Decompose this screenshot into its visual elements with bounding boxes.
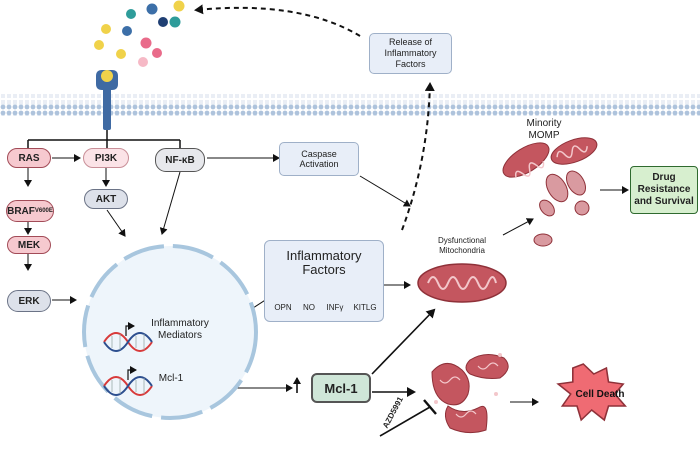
drug-resistance-label: Drug Resistance and Survival — [634, 172, 694, 207]
mcl1-arrows — [293, 308, 436, 397]
caspase-label: Caspase Activation — [299, 149, 339, 169]
mek-label: MEK — [17, 239, 41, 251]
dysfunctional-mitochondrion — [417, 263, 507, 303]
pi3k-node: PI3K — [83, 148, 129, 168]
inhibitor-bar — [379, 399, 437, 437]
nfkb-node: NF-κB — [155, 148, 205, 172]
cell-death-label: Cell Death — [575, 388, 625, 400]
fragmented-mitochondria — [431, 353, 509, 434]
factor-label-0: OPN — [274, 303, 292, 312]
nucleus — [82, 244, 258, 420]
minority-momp-label: Minority MOMP — [526, 118, 562, 141]
caspase-activation-box: Caspase Activation — [279, 142, 359, 176]
cell-death-burst — [556, 363, 627, 422]
dna-helix-inflammatory — [103, 322, 153, 352]
ras-label: RAS — [18, 152, 40, 164]
receptor-icon — [96, 70, 118, 130]
factor-label-3: KITLG — [353, 303, 377, 312]
inflammatory-factors-title: Inflammatory Factors — [286, 248, 362, 277]
mcl1-protein-box: Mcl-1 — [311, 373, 371, 403]
pi3k-label: PI3K — [94, 152, 118, 164]
erk-node: ERK — [7, 290, 51, 312]
ras-node: RAS — [7, 148, 51, 168]
drug-resistance-box: Drug Resistance and Survival — [630, 166, 698, 214]
release-factors-box: Release of Inflammatory Factors — [369, 33, 452, 74]
factor-label-1: NO — [303, 303, 315, 312]
floating-factor-dots — [94, 0, 185, 67]
nfkb-label: NF-κB — [165, 154, 195, 166]
mcl1-box-label: Mcl-1 — [324, 380, 358, 396]
erk-label: ERK — [18, 295, 40, 307]
akt-node: AKT — [84, 189, 128, 209]
akt-label: AKT — [95, 193, 117, 205]
dysfunctional-mito-label: Dysfunctional Mitochondria — [437, 236, 487, 255]
factor-label-2: INFγ — [326, 303, 344, 312]
cell-death-label-box: Cell Death — [544, 384, 656, 404]
dna-helix-mcl1 — [103, 366, 153, 396]
braf-label: BRAF — [7, 205, 35, 217]
release-label: Release of Inflammatory Factors — [384, 37, 437, 69]
inflammatory-factors-box: Inflammatory Factors — [264, 240, 384, 322]
inflammatory-mediators-label: Inflammatory Mediators — [151, 318, 209, 341]
mcl1-gene-label: Mcl-1 — [158, 373, 184, 384]
braf-superscript: V600E — [34, 208, 53, 214]
release-dashed-arrows — [194, 4, 435, 231]
cell-membrane — [0, 94, 700, 116]
mek-node: MEK — [7, 236, 51, 254]
minority-momp-mitochondria — [502, 137, 598, 247]
